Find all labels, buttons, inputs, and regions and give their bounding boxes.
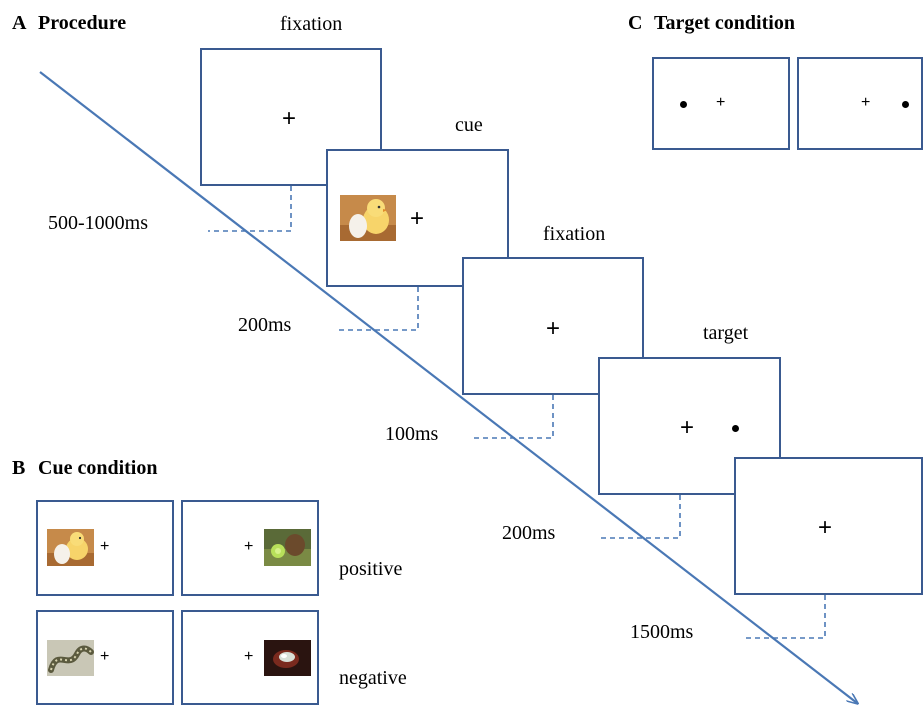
fixation-cross: + xyxy=(410,205,425,232)
panel-b-label: B Cue condition xyxy=(12,457,157,480)
fixation-cross: + xyxy=(282,105,297,132)
chick-with-egg-icon xyxy=(47,529,94,566)
panel-c-letter: C xyxy=(628,12,643,34)
chick-with-egg-image xyxy=(47,529,94,566)
screen-fixation-2: + xyxy=(462,257,644,395)
fixation-cross: + xyxy=(818,514,833,541)
screen-cue: + xyxy=(326,149,509,287)
duration-label-5: 1500ms xyxy=(630,621,694,643)
duration-marker-5 xyxy=(742,595,826,639)
baby-animal-icon xyxy=(264,529,311,566)
panel-c-label: C Target condition xyxy=(628,12,795,35)
fixation-cross: + xyxy=(244,648,254,665)
fixation-cross: + xyxy=(546,315,561,342)
duration-label-2: 200ms xyxy=(238,314,292,336)
panel-a-letter: A xyxy=(12,12,27,34)
duration-label-4: 200ms xyxy=(502,522,556,544)
wound-image xyxy=(264,640,311,676)
screen-3-label: fixation xyxy=(543,223,606,245)
cue-screen-negative-left: + xyxy=(36,610,174,705)
panel-a-title: Procedure xyxy=(38,12,127,34)
cue-screen-negative-right: + xyxy=(181,610,319,705)
fixation-cross: + xyxy=(861,94,871,111)
snake-icon xyxy=(47,640,94,676)
baby-animal-image xyxy=(264,529,311,566)
fixation-cross: + xyxy=(716,94,726,111)
cue-screen-positive-left: + xyxy=(36,500,174,596)
duration-marker-1 xyxy=(208,186,292,232)
screen-2-label: cue xyxy=(455,114,483,136)
fixation-cross: + xyxy=(100,648,110,665)
panel-b-title: Cue condition xyxy=(38,457,158,479)
duration-marker-3 xyxy=(470,395,554,439)
fixation-cross: + xyxy=(244,538,254,555)
snake-image xyxy=(47,640,94,676)
cue-screen-positive-right: + xyxy=(181,500,319,596)
target-dot xyxy=(732,425,739,432)
panel-b-letter: B xyxy=(12,457,26,479)
duration-label-3: 100ms xyxy=(385,423,439,445)
fixation-cross: + xyxy=(680,414,695,441)
duration-marker-4 xyxy=(597,495,681,539)
duration-label-1: 500-1000ms xyxy=(48,212,148,234)
chick-with-egg-icon xyxy=(340,195,396,241)
screen-4-label: target xyxy=(703,322,749,344)
fixation-cross: + xyxy=(100,538,110,555)
target-screen-left: + xyxy=(652,57,790,150)
panel-a-label: A Procedure xyxy=(12,12,126,35)
wound-icon xyxy=(264,640,311,676)
chick-with-egg-image xyxy=(340,195,396,241)
target-screen-right: + xyxy=(797,57,923,150)
row-label-negative: negative xyxy=(339,667,407,689)
panel-c-title: Target condition xyxy=(654,12,795,34)
screen-1-label: fixation xyxy=(280,13,343,35)
row-label-positive: positive xyxy=(339,558,403,580)
timeline-arrow xyxy=(39,71,857,703)
target-dot xyxy=(680,101,687,108)
target-dot xyxy=(902,101,909,108)
screen-fixation-3: + xyxy=(734,457,923,595)
